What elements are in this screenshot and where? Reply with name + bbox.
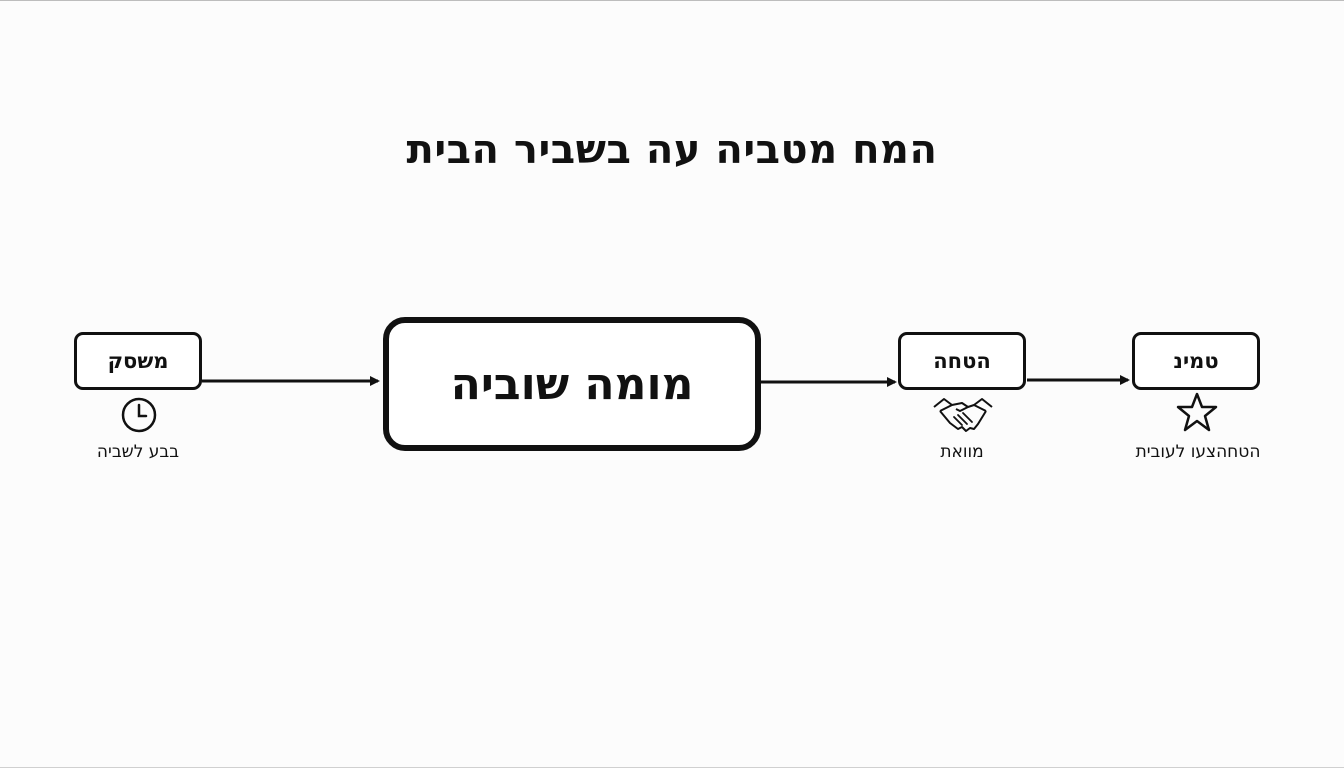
handshake-icon [932,393,994,439]
node-right1-label: הטחה [933,349,991,373]
node-right2-caption: הטחהצעו לעובית [1135,442,1261,462]
node-left: משסק [74,332,202,390]
node-left-caption: בבע לשביה [96,442,180,462]
node-right2-label: טמינ [1173,349,1219,373]
node-right1: הטחה [898,332,1026,390]
node-right2: טמינ [1132,332,1260,390]
star-icon [1176,391,1218,437]
node-left-label: משסק [107,349,169,373]
diagram-title: המח מטביה עה בשביר הבית [406,127,938,173]
node-center: מומה שוביה [383,317,761,451]
node-right1-caption: מוואת [940,442,984,462]
clock-icon [120,396,158,438]
node-center-label: מומה שוביה [450,358,694,410]
